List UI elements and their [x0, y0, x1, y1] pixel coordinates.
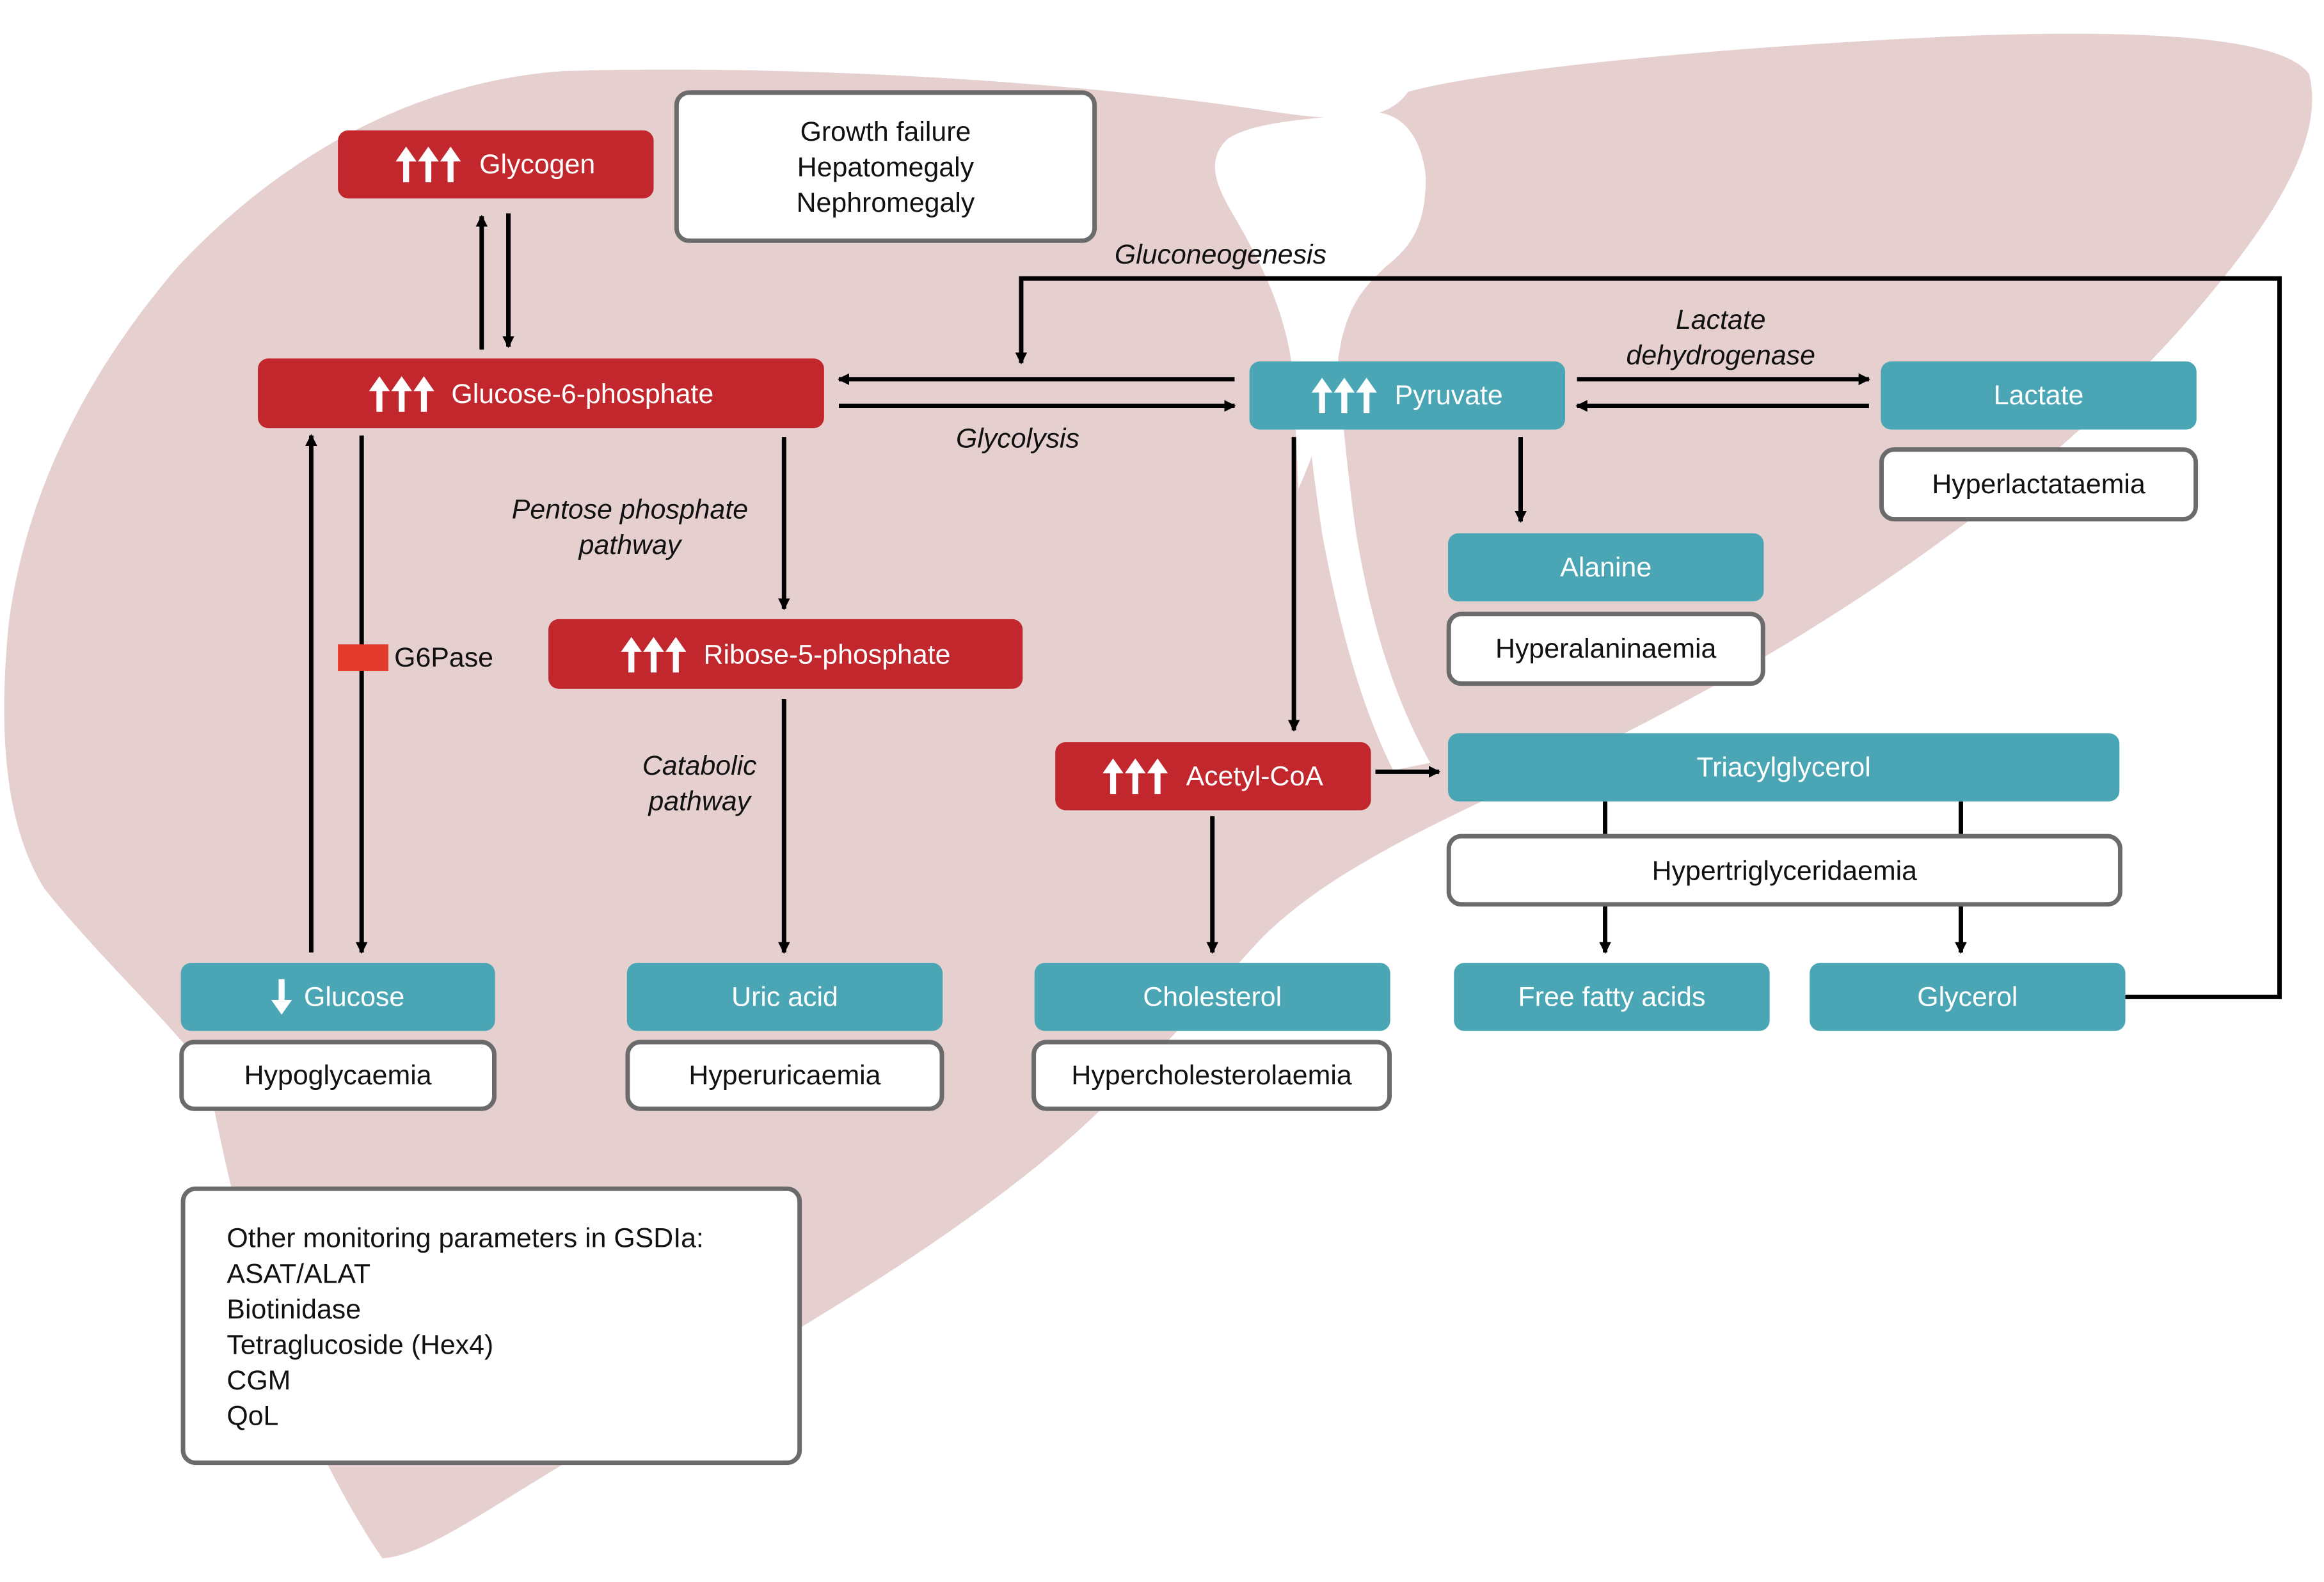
triple-up-arrow-icon: [396, 146, 462, 182]
node-lactate-label: Lactate: [1993, 379, 2084, 411]
label-line: Pentose phosphate: [511, 493, 749, 525]
node-glucose-6-phosphate: Glucose-6-phosphate: [258, 358, 824, 429]
node-glucose-label: Glucose: [303, 980, 405, 1012]
enzyme-block-icon: [338, 644, 388, 671]
label-line: Lactate: [1675, 303, 1766, 335]
node-pyruvate: Pyruvate: [1249, 361, 1566, 430]
label-line: dehydrogenase: [1626, 339, 1815, 370]
monitoring-item: Tetraglucoside (Hex4): [227, 1329, 494, 1360]
node-alanine: Alanine: [1448, 533, 1764, 602]
node-cholesterol: Cholesterol: [1034, 963, 1390, 1031]
condition-hyperlactataemia: Hyperlactataemia: [1879, 447, 2199, 522]
monitoring-item: QoL: [227, 1400, 279, 1431]
monitoring-title: Other monitoring parameters in GSDIa:: [227, 1222, 704, 1253]
label-pentose-phosphate-pathway: Pentose phosphate pathway: [489, 492, 770, 563]
label-line: pathway: [578, 528, 681, 560]
enzyme-label-g6pase: G6Pase: [394, 641, 494, 673]
clinical-sign: Growth failure: [800, 115, 971, 146]
monitoring-item: ASAT/ALAT: [227, 1257, 371, 1289]
triple-up-arrow-icon: [1311, 377, 1377, 414]
node-ribose-5-phosphate: Ribose-5-phosphate: [548, 619, 1023, 689]
node-glycogen: Glycogen: [338, 130, 654, 199]
node-glycerol: Glycerol: [1810, 963, 2126, 1031]
node-pyruvate-label: Pyruvate: [1394, 379, 1503, 411]
node-triacylglycerol: Triacylglycerol: [1448, 733, 2120, 802]
monitoring-item: CGM: [227, 1364, 291, 1396]
monitoring-item: Biotinidase: [227, 1293, 362, 1325]
node-acetyl-coa-label: Acetyl-CoA: [1186, 759, 1323, 791]
node-ribose-5-phosphate-label: Ribose-5-phosphate: [703, 637, 951, 669]
node-free-fatty-acids-label: Free fatty acids: [1518, 980, 1706, 1012]
condition-hypercholesterolaemia: Hypercholesterolaemia: [1031, 1040, 1392, 1111]
condition-hyperalaninaemia: Hyperalaninaemia: [1446, 612, 1765, 686]
arrow-gluconeogenesis: [1015, 276, 2282, 999]
down-arrow-icon: [271, 979, 292, 1015]
node-acetyl-coa: Acetyl-CoA: [1055, 742, 1371, 811]
node-uric-acid-label: Uric acid: [731, 980, 838, 1012]
condition-label: Hypercholesterolaemia: [1071, 1059, 1352, 1091]
clinical-signs-box: Growth failure Hepatomegaly Nephromegaly: [674, 90, 1097, 243]
node-alanine-label: Alanine: [1560, 551, 1652, 583]
triple-up-arrow-icon: [620, 636, 686, 672]
node-glycogen-label: Glycogen: [479, 148, 596, 180]
condition-label: Hyperuricaemia: [688, 1059, 881, 1091]
label-line: pathway: [648, 785, 751, 816]
clinical-sign: Hepatomegaly: [797, 150, 975, 182]
label-catabolic-pathway: Catabolic pathway: [623, 748, 777, 819]
node-glucose: Glucose: [180, 963, 495, 1031]
condition-label: Hypoglycaemia: [244, 1059, 432, 1091]
condition-hypertriglyceridaemia: Hypertriglyceridaemia: [1446, 834, 2122, 907]
label-lactate-dehydrogenase: Lactate dehydrogenase: [1608, 302, 1833, 373]
node-triacylglycerol-label: Triacylglycerol: [1696, 751, 1871, 782]
label-gluconeogenesis: Gluconeogenesis: [1114, 238, 1327, 270]
condition-label: Hypertriglyceridaemia: [1651, 853, 1918, 885]
triple-up-arrow-icon: [1102, 758, 1168, 795]
condition-label: Hyperlactataemia: [1932, 468, 2145, 500]
condition-label: Hyperalaninaemia: [1495, 632, 1717, 664]
monitoring-parameters-box: Other monitoring parameters in GSDIa: AS…: [180, 1186, 802, 1466]
condition-hyperuricaemia: Hyperuricaemia: [625, 1040, 944, 1111]
node-glycerol-label: Glycerol: [1917, 980, 2018, 1012]
triple-up-arrow-icon: [368, 376, 434, 411]
label-line: Catabolic: [642, 749, 757, 781]
clinical-sign: Nephromegaly: [796, 186, 975, 218]
node-free-fatty-acids: Free fatty acids: [1454, 963, 1770, 1031]
condition-hypoglycaemia: Hypoglycaemia: [179, 1040, 497, 1111]
node-lactate: Lactate: [1881, 361, 2197, 430]
liver-fissure: [1296, 222, 1431, 771]
label-glycolysis: Glycolysis: [956, 422, 1079, 454]
node-uric-acid: Uric acid: [626, 963, 943, 1031]
node-glucose-6-phosphate-label: Glucose-6-phosphate: [451, 377, 714, 408]
node-cholesterol-label: Cholesterol: [1143, 980, 1282, 1012]
